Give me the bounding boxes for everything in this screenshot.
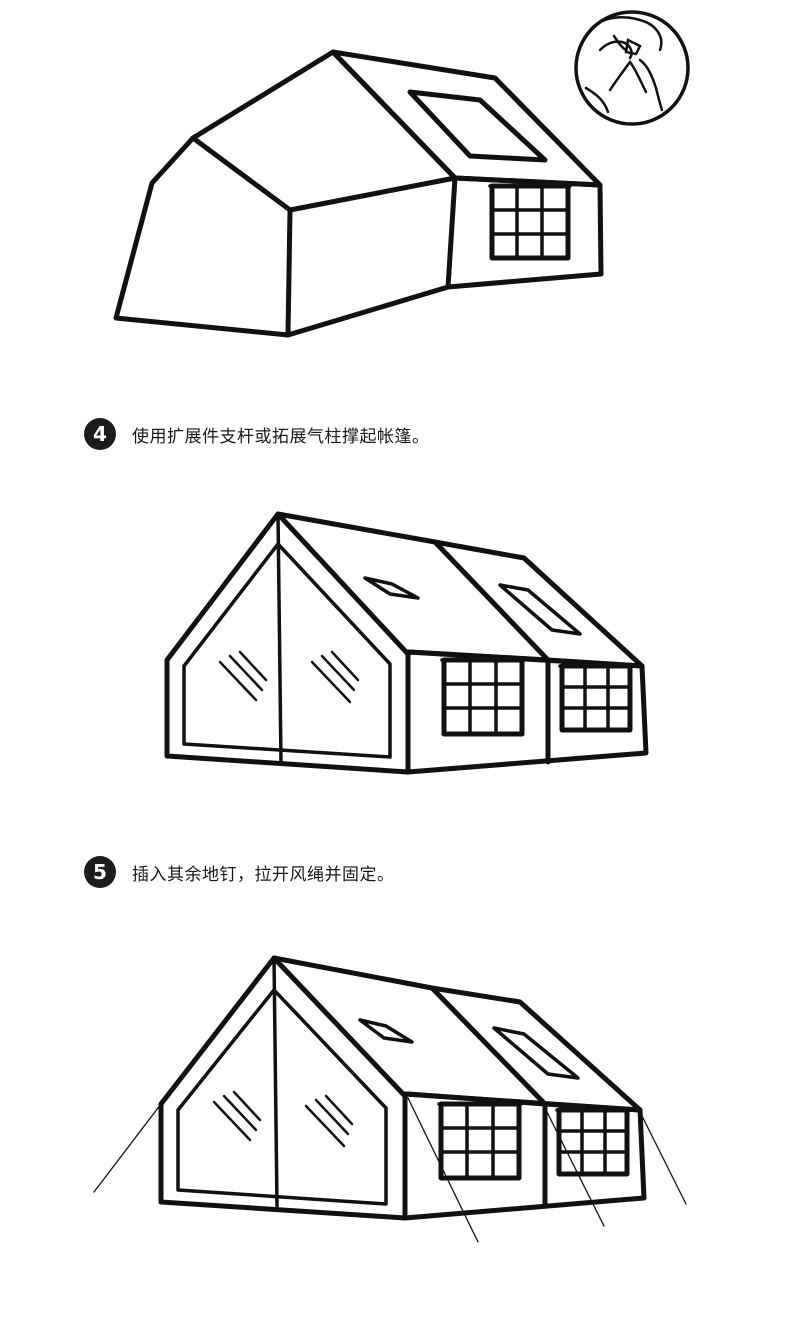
glass-glare bbox=[212, 1090, 354, 1148]
front-door-panel bbox=[176, 956, 388, 1208]
hand-detail-inset bbox=[574, 10, 690, 126]
guy-ropes bbox=[93, 1097, 687, 1243]
glass-glare bbox=[218, 650, 360, 704]
skylights bbox=[363, 576, 582, 636]
skylight bbox=[407, 89, 548, 163]
step-number-badge: 5 bbox=[84, 856, 116, 888]
side-window-right bbox=[555, 1107, 631, 1177]
tent-body bbox=[158, 955, 647, 1221]
step-4: 4 使用扩展件支杆或拓展气柱撑起帐篷。 bbox=[84, 416, 430, 452]
step-instruction: 使用扩展件支杆或拓展气柱撑起帐篷。 bbox=[132, 426, 430, 447]
step-5: 5 插入其余地钉，拉开风绳并固定。 bbox=[84, 854, 395, 890]
tent-body bbox=[164, 511, 649, 775]
raised-tent-illustration bbox=[164, 511, 649, 775]
side-window-right bbox=[558, 663, 634, 733]
step-number-badge: 4 bbox=[84, 418, 116, 450]
side-window-left bbox=[440, 657, 526, 737]
side-window bbox=[488, 183, 572, 261]
tent-body bbox=[113, 49, 604, 338]
front-door-panel bbox=[182, 512, 392, 764]
step-instruction: 插入其余地钉，拉开风绳并固定。 bbox=[132, 864, 395, 885]
partially-raised-tent-illustration bbox=[113, 10, 690, 338]
side-window-left bbox=[437, 1101, 523, 1181]
tent-with-guy-ropes-illustration bbox=[93, 955, 687, 1243]
skylights bbox=[358, 1018, 580, 1080]
